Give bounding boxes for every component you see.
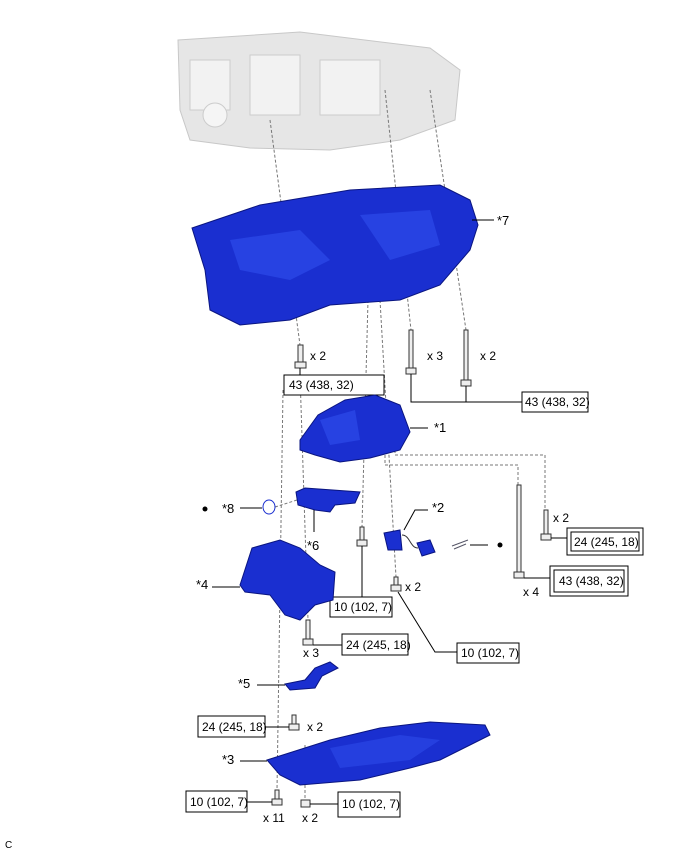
torque-box-housing xyxy=(341,633,409,656)
qty-baffle: x 2 xyxy=(307,720,323,734)
figure-code: C xyxy=(5,840,12,851)
label-p5: *5 xyxy=(238,676,250,691)
qty-right-short: x 2 xyxy=(553,511,569,525)
part-o-ring[interactable] xyxy=(262,499,276,515)
label-p8: *8 xyxy=(222,501,234,516)
torque-mid: 10 (102, 7) xyxy=(461,646,519,660)
part-strainer[interactable] xyxy=(295,487,361,513)
bolt-right-short xyxy=(543,509,549,536)
torque-box-pan-bolts xyxy=(185,790,248,813)
non-reusable-dot-icon xyxy=(202,506,208,512)
part-clip[interactable] xyxy=(451,539,469,550)
engine-block xyxy=(177,31,461,151)
label-p2: *2 xyxy=(432,500,444,515)
torque-box-top-left xyxy=(283,374,385,396)
qty-mid: x 2 xyxy=(405,580,421,594)
qty-top-left: x 2 xyxy=(310,349,326,363)
nut xyxy=(300,799,311,808)
torque-box-right-short xyxy=(570,531,640,552)
torque-baffle: 24 (245, 18) xyxy=(202,720,267,734)
qty-pan-nuts: x 2 xyxy=(302,811,318,825)
qty-pan-bolts: x 11 xyxy=(263,811,285,825)
part-oil-filter-bracket[interactable] xyxy=(239,539,336,621)
non-reusable-dot-icon xyxy=(497,542,503,548)
qty-housing: x 3 xyxy=(303,646,319,660)
qty-top-mid: x 3 xyxy=(427,349,443,363)
label-p1: *1 xyxy=(434,420,446,435)
torque-pan-bolts: 10 (102, 7) xyxy=(190,795,248,809)
part-crankcase[interactable] xyxy=(191,184,479,326)
label-p6: *6 xyxy=(307,538,319,553)
torque-housing: 24 (245, 18) xyxy=(346,638,411,652)
torque-right-short: 24 (245, 18) xyxy=(574,535,639,549)
label-p4: *4 xyxy=(196,577,208,592)
torque-strainer: 10 (102, 7) xyxy=(334,600,392,614)
torque-top-right: 43 (438, 32) xyxy=(525,395,590,409)
label-p7: *7 xyxy=(497,213,509,228)
torque-pan-nuts: 10 (102, 7) xyxy=(342,797,400,811)
torque-box-baffle xyxy=(197,715,266,738)
torque-box-strainer xyxy=(329,596,393,618)
torque-right-long: 43 (438, 32) xyxy=(559,574,624,588)
part-baffle-plate[interactable] xyxy=(284,661,339,691)
torque-top-left: 43 (438, 32) xyxy=(289,378,354,392)
label-p3: *3 xyxy=(222,752,234,767)
bolt-right-long xyxy=(516,484,522,574)
torque-box-pan-nuts xyxy=(337,791,401,818)
torque-box-right-long xyxy=(553,569,625,593)
part-oil-pump[interactable] xyxy=(299,394,411,463)
part-sensor[interactable] xyxy=(383,529,436,557)
torque-box-mid xyxy=(456,642,520,664)
qty-right-long: x 4 xyxy=(523,585,539,599)
qty-top-right: x 2 xyxy=(480,349,496,363)
torque-box-top-right xyxy=(521,391,589,413)
